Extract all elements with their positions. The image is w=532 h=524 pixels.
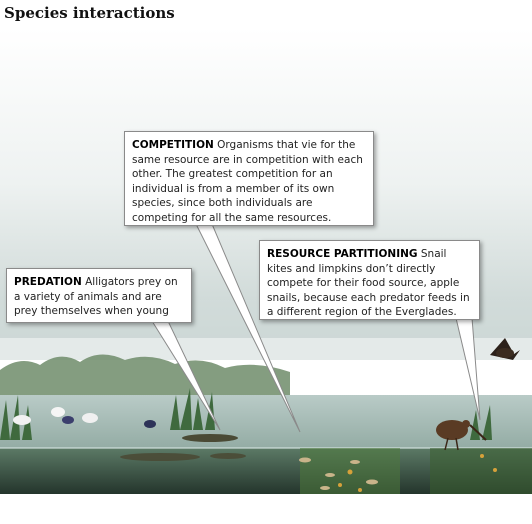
limpkin: [436, 420, 487, 451]
predation-callout: PREDATION Alligators prey on a variety o…: [6, 268, 192, 323]
resource-partitioning-heading: RESOURCE PARTITIONING: [267, 248, 418, 260]
page-title: Species interactions: [4, 4, 175, 22]
wading-birds: [13, 407, 156, 428]
distant-treeline: [0, 354, 290, 400]
resource-partitioning-text: Snail kites and limpkins don’t directly …: [267, 248, 470, 318]
alligators: [120, 434, 246, 461]
snail-kite: [490, 338, 520, 360]
competition-text: Organisms that vie for the same resource…: [132, 139, 363, 224]
resource-partitioning-callout: RESOURCE PARTITIONING Snail kites and li…: [259, 240, 480, 320]
fish: [299, 457, 378, 490]
predation-text: Alligators prey on a variety of animals …: [14, 276, 178, 317]
competition-callout: COMPETITION Organisms that vie for the s…: [124, 131, 374, 226]
competition-heading: COMPETITION: [132, 139, 214, 151]
apple-snails: [338, 454, 497, 492]
predation-heading: PREDATION: [14, 276, 82, 288]
